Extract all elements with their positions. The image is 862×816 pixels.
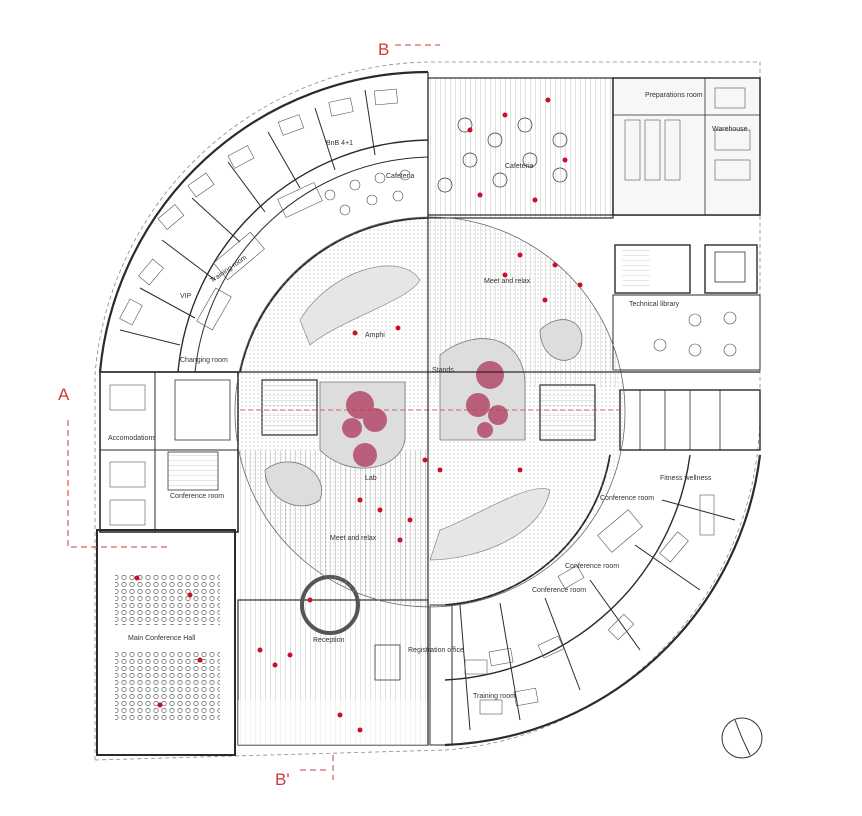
people-figures [134,97,583,733]
label-bnb: BnB 4+1 [326,140,353,147]
label-changing-room: Changing room [180,357,228,364]
label-technical-library: Technical library [629,301,680,308]
section-marker-b-prime: B' [275,770,290,789]
label-stands: Stands [432,367,454,374]
label-conference-room-3: Conference room [565,563,619,570]
label-training-room-top: Training room [209,254,248,284]
label-lab: Lab [365,475,377,482]
right-service-block [612,77,761,371]
label-accomodations: Accomodations [108,435,156,442]
label-training-room-bottom: Training room [473,693,516,700]
label-reception: Reception [313,637,345,644]
label-preparations-room: Preparations room [645,92,703,99]
label-main-conference-hall: Main Conference Hall [128,635,196,642]
label-conference-room-1: Conference room [600,495,654,502]
label-fitness-wellness: Fitness wellness [660,475,712,482]
label-cafeteria-2: Cafeteria [505,163,534,170]
section-marker-b: B [378,40,389,59]
label-meet-and-relax-bottom: Meet and relax [330,535,377,542]
label-conference-room-2: Conference room [170,493,224,500]
main-conference-hall [96,529,236,756]
section-marker-a: A [58,385,70,404]
top-center-hall [427,77,760,219]
label-cafeteria-1: Cafeteria [386,173,415,180]
label-conference-room-4: Conference room [532,587,586,594]
label-registration-office: Registration office [408,647,464,654]
label-amphi: Amphi [365,332,385,339]
north-arrow-icon [721,717,763,759]
site-boundary [94,61,761,761]
label-vip: VIP [180,293,192,300]
section-lines [67,44,440,780]
label-warehouse: Warehouse [712,126,748,133]
label-meet-and-relax-top: Meet and relax [484,278,531,285]
central-plaza [234,216,626,608]
